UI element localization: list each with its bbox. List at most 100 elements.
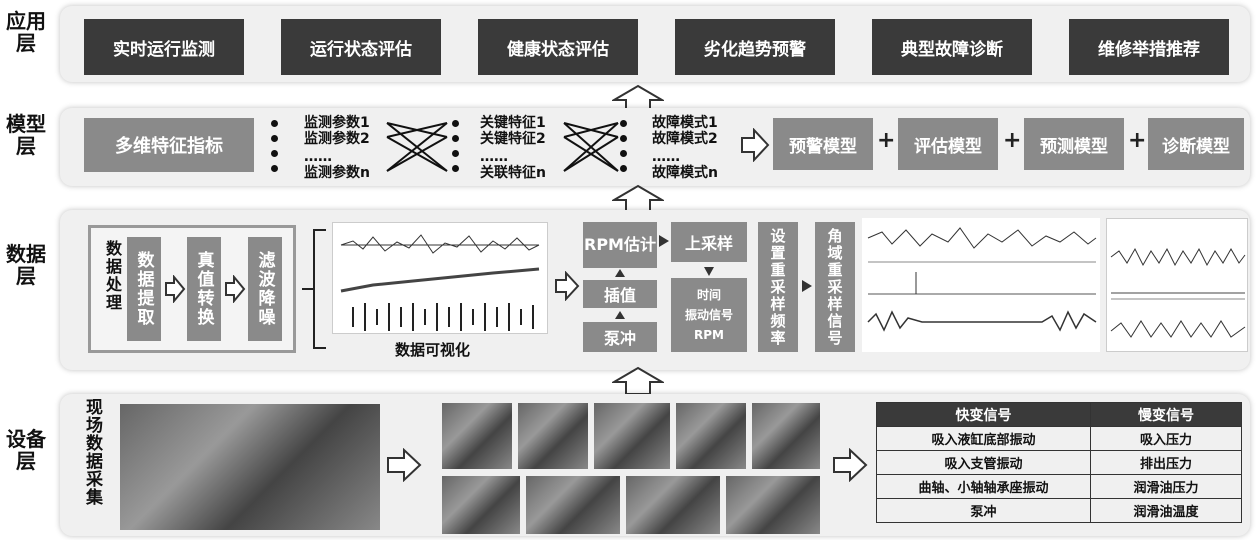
slow-signal-header: 慢变信号 [1090, 402, 1242, 427]
right-arrow-icon [555, 271, 580, 301]
sensor-photo [518, 403, 588, 469]
field-data-collection-label: 现场数据采集 [82, 398, 102, 506]
app-button-realtime[interactable]: 实时运行监测 [84, 19, 244, 75]
dot [452, 150, 459, 157]
plus-icon: + [1128, 128, 1147, 153]
dot [620, 135, 627, 142]
plus-icon: + [877, 128, 896, 153]
dot [620, 150, 627, 157]
envelope-waveforms [1110, 247, 1246, 338]
app-button-state-eval[interactable]: 运行状态评估 [281, 19, 441, 75]
angular-resample-box: 角域重采样信号 [815, 222, 855, 352]
signal-table: 快变信号 慢变信号 吸入液缸底部振动 吸入压力 吸入支管振动 排出压力 曲轴、小… [876, 402, 1242, 523]
fault-mode-n: 故障模式n [652, 165, 718, 181]
table-cell: 润滑油压力 [1090, 474, 1242, 499]
key-feature-2: 关键特征2 [480, 131, 546, 147]
right-arrow-icon [387, 448, 422, 482]
layer-label-model: 模型层 [6, 112, 46, 158]
visualization-plot [332, 222, 548, 334]
monitor-param-n: 监测参数n [304, 165, 370, 181]
key-feature-ellipsis: …… [480, 149, 508, 165]
table-row: 泵冲 润滑油温度 [876, 498, 1242, 523]
warning-model-box: 预警模型 [773, 118, 873, 170]
fault-mode-1: 故障模式1 [652, 115, 718, 131]
signal-waveforms [867, 227, 1097, 332]
resample-frequency-box: 设置重采样频率 [758, 222, 798, 352]
app-button-fault-diagnosis[interactable]: 典型故障诊断 [872, 19, 1032, 75]
up-arrow-icon [615, 269, 625, 277]
envelope-plot [1106, 218, 1248, 352]
prediction-model-box: 预测模型 [1024, 118, 1124, 170]
sensor-photo [594, 403, 670, 469]
dot [452, 165, 459, 172]
sensor-photo [726, 476, 820, 534]
sensor-photo [752, 403, 820, 469]
fault-mode-ellipsis: …… [652, 149, 680, 165]
layer-label-device: 设备层 [6, 427, 46, 473]
data-extract-box: 数据提取 [127, 237, 161, 341]
monitor-param-2: 监测参数2 [304, 131, 370, 147]
right-arrow-icon [833, 448, 868, 482]
app-button-health-eval[interactable]: 健康状态评估 [478, 19, 638, 75]
dot [271, 150, 278, 157]
sensor-photo [442, 476, 520, 534]
table-cell: 吸入液缸底部振动 [876, 426, 1091, 451]
pump-photo [120, 404, 380, 530]
plus-icon: + [1003, 128, 1022, 153]
dot [452, 120, 459, 127]
app-layer-panel [60, 6, 1250, 82]
right-arrow-icon [802, 280, 812, 292]
right-arrow-icon [741, 128, 770, 162]
vibration-label: 振动信号 [684, 308, 733, 322]
upsample-box: 上采样 [671, 222, 747, 262]
layer-label-data: 数据层 [6, 242, 46, 288]
data-processing-label: 数据处理 [103, 240, 122, 312]
sensor-photo [442, 403, 512, 469]
dot [620, 165, 627, 172]
table-cell: 润滑油温度 [1090, 498, 1242, 523]
filter-denoise-box: 滤波降噪 [248, 237, 282, 341]
mapping-lines [386, 122, 448, 172]
time-label: 时间 [696, 288, 721, 302]
dot [271, 165, 278, 172]
fault-mode-2: 故障模式2 [652, 131, 718, 147]
sensor-photo [526, 476, 620, 534]
table-cell: 排出压力 [1090, 450, 1242, 475]
app-button-maintenance[interactable]: 维修举措推荐 [1069, 19, 1229, 75]
key-feature-1: 关键特征1 [480, 115, 546, 131]
key-feature-n: 关联特征n [480, 165, 546, 181]
dot [620, 120, 627, 127]
app-button-trend-warning[interactable]: 劣化趋势预警 [675, 19, 835, 75]
table-cell: 吸入支管振动 [876, 450, 1091, 475]
up-arrow-icon [615, 311, 625, 319]
table-row: 吸入液缸底部振动 吸入压力 [876, 426, 1242, 451]
table-row: 吸入支管振动 排出压力 [876, 450, 1242, 475]
right-arrow-icon [659, 235, 669, 247]
rpm-label: RPM [694, 328, 724, 342]
fast-signal-header: 快变信号 [876, 402, 1091, 427]
value-convert-box: 真值转换 [187, 237, 221, 341]
diagnosis-model-box: 诊断模型 [1148, 118, 1244, 170]
signal-plots [862, 218, 1100, 352]
feature-index-box: 多维特征指标 [84, 118, 254, 172]
sensor-photo [626, 476, 720, 534]
table-row: 曲轴、小轴轴承座振动 润滑油压力 [876, 474, 1242, 499]
monitor-param-1: 监测参数1 [304, 115, 370, 131]
table-cell: 吸入压力 [1090, 426, 1242, 451]
waveform-plot [340, 234, 540, 331]
layer-label-app: 应用层 [6, 9, 46, 55]
data-visualization-label: 数据可视化 [395, 341, 471, 359]
down-arrow-icon [704, 267, 714, 276]
dot [271, 135, 278, 142]
up-arrow-icon [612, 366, 664, 395]
table-cell: 曲轴、小轴轴承座振动 [876, 474, 1091, 499]
mapping-lines [563, 122, 619, 172]
dot [452, 135, 459, 142]
time-vibration-box: 时间 振动信号 RPM [671, 278, 747, 352]
interpolation-box: 插值 [583, 280, 657, 308]
right-arrow-icon [165, 275, 186, 303]
dot [271, 120, 278, 127]
rpm-estimate-box: RPM估计 [583, 222, 657, 268]
sensor-photo [676, 403, 746, 469]
bracket [302, 229, 326, 349]
